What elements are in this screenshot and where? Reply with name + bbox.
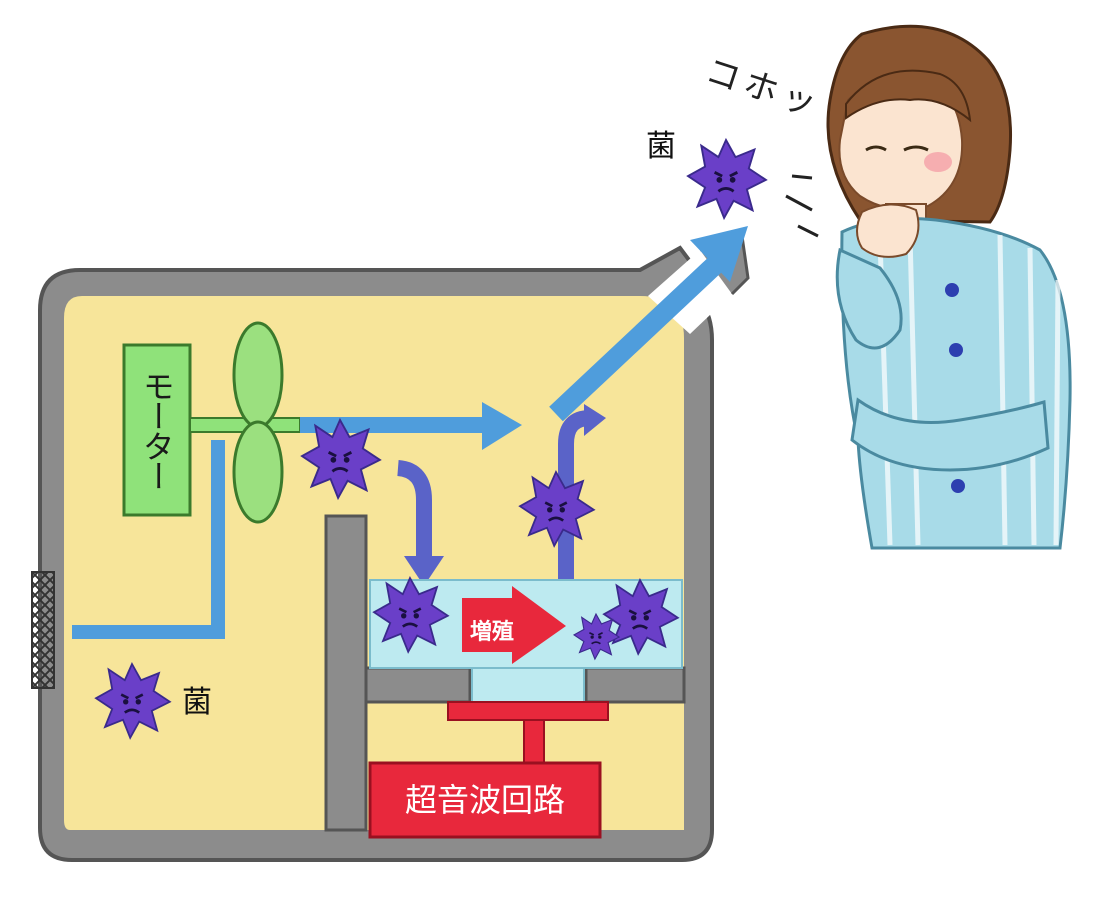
intake-airflow	[72, 440, 225, 639]
breeding-label: 増殖	[470, 620, 515, 645]
motor-label: モーター	[138, 370, 176, 490]
inner-partitions	[324, 514, 686, 832]
fan-icon	[232, 321, 284, 524]
ultrasonic-circuit-label: 超音波回路	[404, 781, 565, 819]
outlet-airflow-arrow	[549, 254, 725, 422]
cough-lines	[785, 174, 819, 238]
coughing-woman	[826, 24, 1072, 550]
motor-box	[122, 343, 192, 517]
vent-icon	[31, 571, 55, 689]
bacteria-label-top: 菌	[646, 129, 676, 164]
ultrasonic-plate	[447, 701, 609, 721]
germ-flow-down	[396, 460, 432, 560]
bacteria-label-bottom: 菌	[182, 685, 212, 720]
ultrasonic-circuit-box	[368, 761, 602, 839]
germ-icon	[686, 138, 768, 220]
breeding-arrow	[462, 586, 566, 664]
